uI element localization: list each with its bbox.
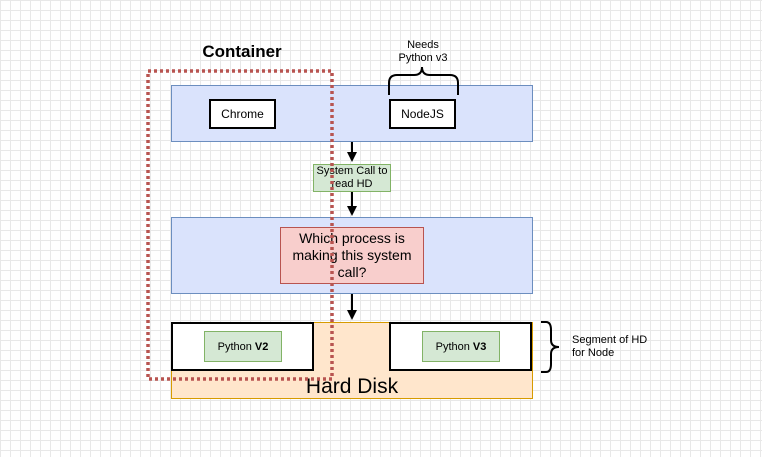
python-v2-version: V2 [254,340,269,353]
hard-disk-label: Hard Disk [305,375,399,398]
segment-note: Segment of HD for Node [572,334,648,359]
chrome-box: Chrome [209,99,276,129]
segment-brace [541,321,560,373]
nodejs-box: NodeJS [389,99,456,129]
python-v3-prefix: Python [435,340,473,353]
nodejs-brace [388,66,459,95]
container-title: Container [202,42,282,61]
python-v2-box: Python V2 [204,331,282,362]
python-v2-prefix: Python [217,340,255,353]
container-outline [146,69,334,381]
python-v3-version: V3 [472,340,487,353]
system-call-label: System Call to read HD [313,164,391,192]
python-v3-box: Python V3 [422,331,500,362]
nodejs-note: Needs Python v3 [398,39,448,64]
kernel-question-box: Which process is making this system call… [280,227,424,284]
